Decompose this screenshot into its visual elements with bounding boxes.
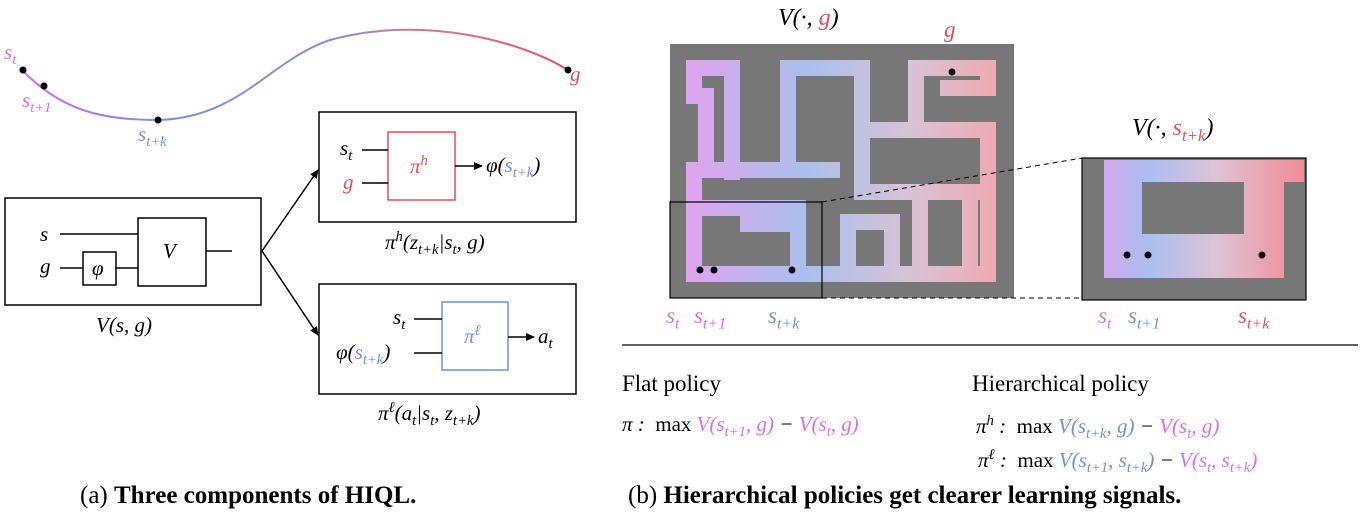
arrow-to-high-policy bbox=[261, 169, 319, 252]
zoom-title: V(·, st+k) bbox=[1132, 115, 1214, 145]
low-policy-box bbox=[318, 283, 577, 395]
state-dot-stk bbox=[154, 116, 162, 124]
value-label: V bbox=[163, 239, 176, 263]
traj-label-stk: st+k bbox=[138, 122, 167, 151]
low-policy-block bbox=[441, 301, 509, 371]
value-caption: V(s, g) bbox=[96, 313, 152, 337]
state-dot-st1 bbox=[40, 82, 48, 90]
state-dot-g bbox=[564, 66, 572, 74]
maze-dot-goal bbox=[948, 68, 956, 76]
maze-dot-st bbox=[696, 266, 704, 274]
zoom-line-top bbox=[821, 157, 1083, 203]
flat-policy-heading: Flat policy bbox=[622, 371, 722, 396]
phi-label: φ bbox=[92, 256, 104, 280]
maze-title: V(·, g) bbox=[778, 5, 839, 31]
traj-label-st: st bbox=[4, 40, 17, 69]
trajectory-curve bbox=[19, 28, 569, 122]
zoom-label-st1: st+1 bbox=[1128, 303, 1161, 333]
high-out: φ(st+k) bbox=[486, 153, 541, 182]
maze-zoomed bbox=[1081, 157, 1307, 301]
caption-a: (a) Three components of HIQL. bbox=[80, 482, 417, 509]
trajectory bbox=[19, 28, 572, 124]
high-in-st: st bbox=[340, 136, 353, 165]
flat-policy-formula: π : max V(st+1, g) − V(st, g) bbox=[622, 412, 859, 441]
high-in-g: g bbox=[343, 170, 354, 194]
zoom-label-stk: st+k bbox=[1238, 303, 1270, 333]
low-caption: πℓ(at|st, zt+k) bbox=[378, 400, 481, 430]
high-block-label: πh bbox=[410, 153, 428, 179]
hier-high-formula: πh : max V(st+k, g) − V(st, g) bbox=[976, 413, 1220, 443]
low-in-phi: φ(st+k) bbox=[336, 340, 391, 369]
state-dot-st bbox=[19, 66, 27, 74]
hier-policy-heading: Hierarchical policy bbox=[972, 371, 1149, 396]
maze-dot-stk bbox=[788, 266, 796, 274]
low-in-st: st bbox=[393, 305, 406, 334]
caption-b: (b) Hierarchical policies get clearer le… bbox=[628, 482, 1182, 509]
zoom-dot-st bbox=[1123, 251, 1131, 259]
zoom-dot-stk bbox=[1258, 251, 1266, 259]
value-function-box bbox=[4, 197, 262, 306]
zoom-label-st: st bbox=[1098, 303, 1112, 333]
high-caption: πh(zt+k|st, g) bbox=[385, 229, 485, 259]
arrow-to-low-policy bbox=[261, 250, 319, 336]
zoom-region-frame bbox=[669, 201, 823, 299]
value-input-s: s bbox=[40, 222, 49, 246]
maze-label-stk: st+k bbox=[768, 303, 800, 333]
hier-low-formula: πℓ : max V(st+1, st+k) − V(st, st+k) bbox=[978, 447, 1258, 477]
maze-dot-st1 bbox=[710, 266, 718, 274]
maze-large bbox=[669, 44, 1014, 299]
value-input-g: g bbox=[40, 254, 51, 278]
traj-label-g: g bbox=[570, 62, 581, 86]
low-block-label: πℓ bbox=[464, 323, 481, 349]
high-policy-box bbox=[318, 111, 577, 223]
maze-goal-label: g bbox=[944, 17, 956, 42]
low-out: at bbox=[538, 324, 553, 353]
traj-label-st1: st+1 bbox=[22, 88, 52, 117]
zoom-dot-st1 bbox=[1144, 251, 1152, 259]
maze-label-st1: st+1 bbox=[694, 303, 727, 333]
value-block bbox=[137, 217, 207, 287]
maze-label-st: st bbox=[666, 303, 680, 333]
